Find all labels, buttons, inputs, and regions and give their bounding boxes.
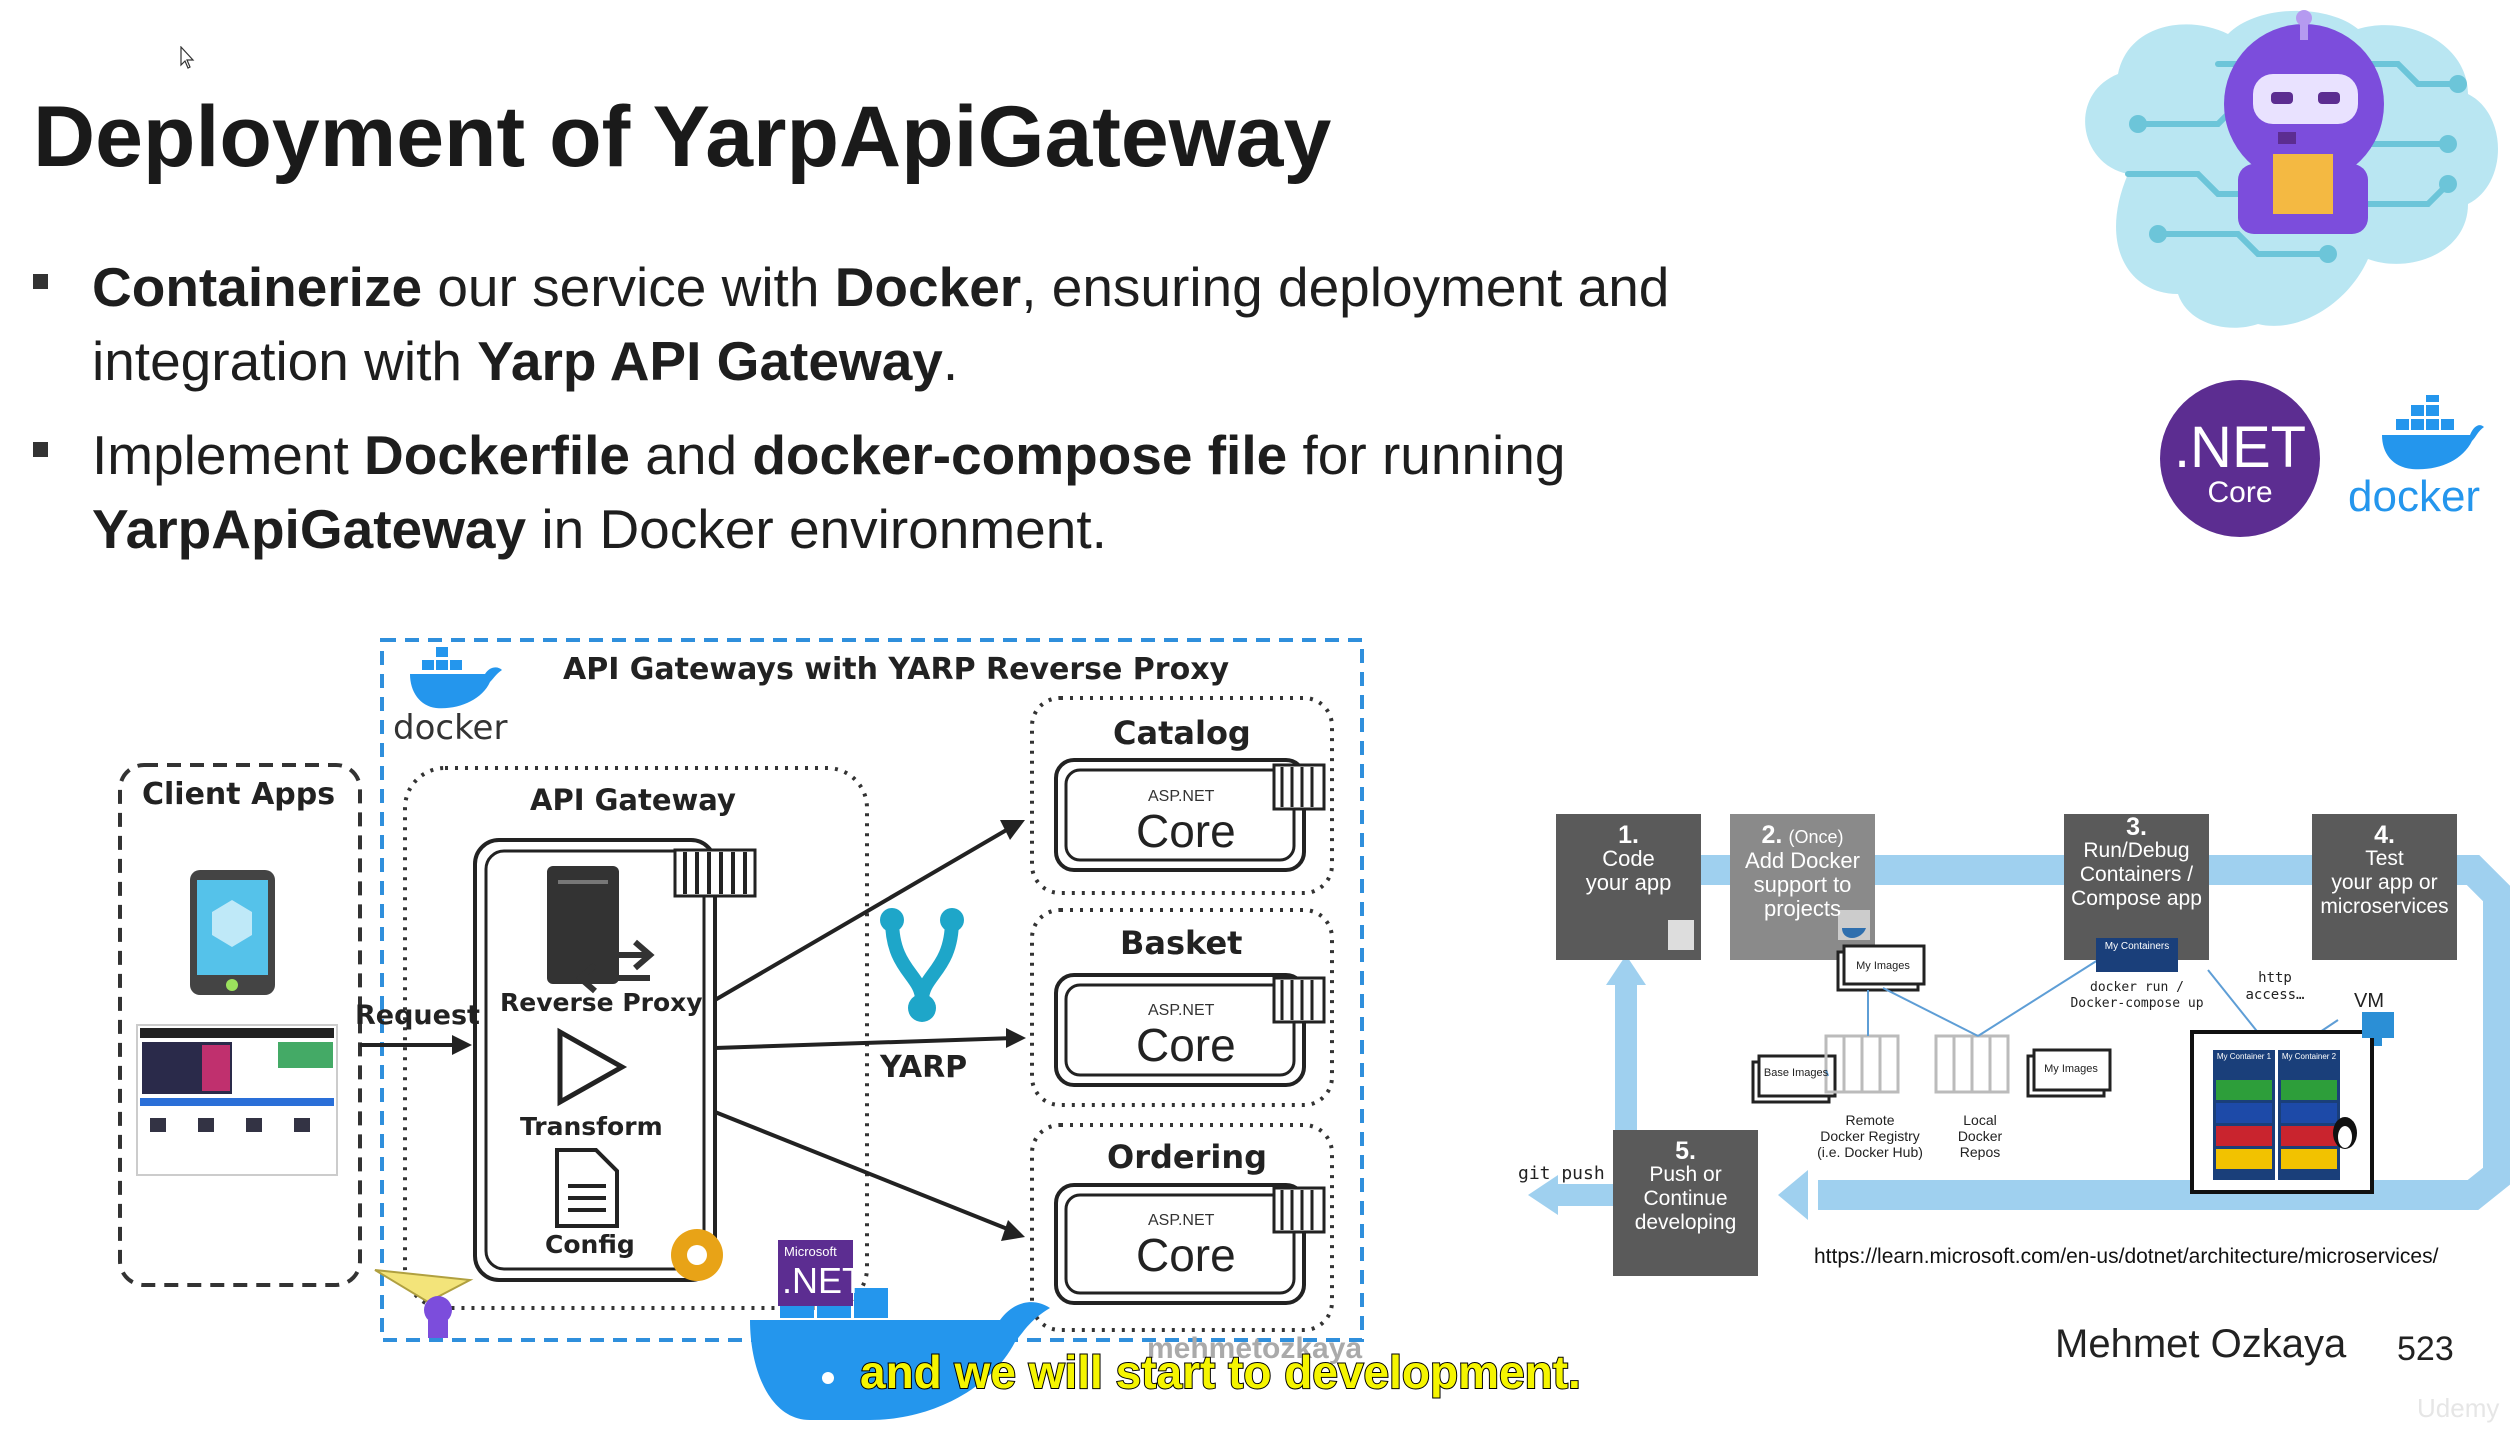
- bullet-2-text: Implement Dockerfile and docker-compose …: [92, 424, 1566, 560]
- bullet-marker: [33, 274, 48, 289]
- step-5-text: 5. Push or Continue developing: [1634, 1137, 1737, 1235]
- service-catalog-label: Catalog: [1113, 714, 1251, 752]
- transform-label: Transform: [520, 1112, 663, 1141]
- bullet-marker: [33, 442, 48, 457]
- api-gateway-label: API Gateway: [530, 783, 736, 817]
- net-core-logo: .NET Core: [2160, 380, 2320, 537]
- docker-whale-icon: [410, 647, 502, 709]
- step-4-text: 4. Test your app or microservices: [2320, 821, 2449, 919]
- bullet-1-text: Containerize our service with Docker, en…: [92, 256, 1670, 392]
- bullet-2: Implement Dockerfile and docker-compose …: [33, 418, 1813, 568]
- slide-title: Deployment of YarpApiGateway: [33, 89, 1332, 185]
- docker-workflow-diagram: [1528, 814, 2510, 1276]
- core-text: Core: [1136, 1229, 1236, 1281]
- config-label: Config: [545, 1230, 635, 1259]
- yarp-gateway-diagram: [118, 638, 1364, 1420]
- docker-corner-label: docker: [393, 708, 508, 748]
- step-5-box: [1613, 1130, 1758, 1276]
- overlay-author-watermark: mehmetozkaya: [1147, 1332, 1363, 1365]
- git-push-label: git push: [1518, 1163, 1605, 1184]
- video-subtitle-caption: and we will start to development.: [859, 1345, 1582, 1399]
- vm-label: VM: [2354, 990, 2384, 1012]
- net-core-logo-subtext: Core: [2207, 476, 2273, 509]
- core-text: Core: [1136, 805, 1236, 857]
- step-4-box: [2312, 814, 2457, 960]
- client-apps-box: [118, 763, 362, 1287]
- my-containers-label: My Containers: [2104, 941, 2170, 952]
- docker-logo-text: docker: [2348, 472, 2481, 521]
- yarp-icon: [885, 913, 959, 1007]
- bullet-1: Containerize our service with Docker, en…: [33, 250, 1813, 400]
- service-ordering-label: Ordering: [1107, 1138, 1268, 1176]
- gateway-diagram-title: API Gateways with YARP Reverse Proxy: [563, 652, 1230, 687]
- aspnet-badge: ASP.NET: [1148, 788, 1215, 805]
- net-core-logo-text: .NET: [2173, 415, 2307, 480]
- aspnet-badge: ASP.NET: [1148, 1212, 1215, 1229]
- core-text: Core: [1136, 1019, 1236, 1071]
- document-icon: [1668, 920, 1694, 950]
- service-basket-label: Basket: [1120, 924, 1243, 962]
- dotnet-bot-kite-icon: [374, 1269, 474, 1338]
- step-2-text: 2. (Once) Add Docker support to projects: [1745, 821, 1860, 921]
- yarp-label: YARP: [880, 1050, 968, 1085]
- step-3-text: 3. Run/Debug Containers / Compose app: [2071, 813, 2202, 911]
- mouse-cursor-icon: [180, 46, 195, 69]
- step-3-box: [2064, 814, 2209, 960]
- monitor-icon: [2362, 1012, 2394, 1038]
- docker-run-label: docker run /Docker-compose up: [2070, 980, 2204, 1011]
- service-ordering-box: [1030, 1123, 1334, 1332]
- my-images-2-label: My Images: [2044, 1063, 2098, 1075]
- container-2-label: My Container 2: [2281, 1052, 2337, 1061]
- my-images-label: My Images: [1856, 960, 1910, 972]
- transform-icon: [557, 1027, 628, 1107]
- author-name: Mehmet Ozkaya: [2055, 1322, 2347, 1366]
- udemy-watermark: Udemy: [2417, 1393, 2500, 1423]
- my-containers-box: [2096, 938, 2178, 972]
- step-1-text: 1. Code your app: [1585, 821, 1672, 895]
- container-1-label: My Container 1: [2216, 1052, 2272, 1061]
- request-label: Request: [355, 1000, 480, 1031]
- reverse-proxy-label: Reverse Proxy: [500, 988, 703, 1017]
- base-images-label: Base Images: [1763, 1067, 1829, 1079]
- docker-whale-icon: [2382, 395, 2484, 470]
- dotnet-bot-brain-illustration: [2085, 10, 2498, 328]
- reference-url-link[interactable]: https://learn.microsoft.com/en-us/dotnet…: [1814, 1245, 2439, 1268]
- microsoft-net-logo: Microsoft .NET: [778, 1240, 864, 1306]
- aspnet-badge: ASP.NET: [1148, 1002, 1215, 1019]
- client-apps-label: Client Apps: [142, 777, 336, 812]
- page-number: 523: [2397, 1330, 2454, 1368]
- api-gateway-box: [403, 766, 869, 1310]
